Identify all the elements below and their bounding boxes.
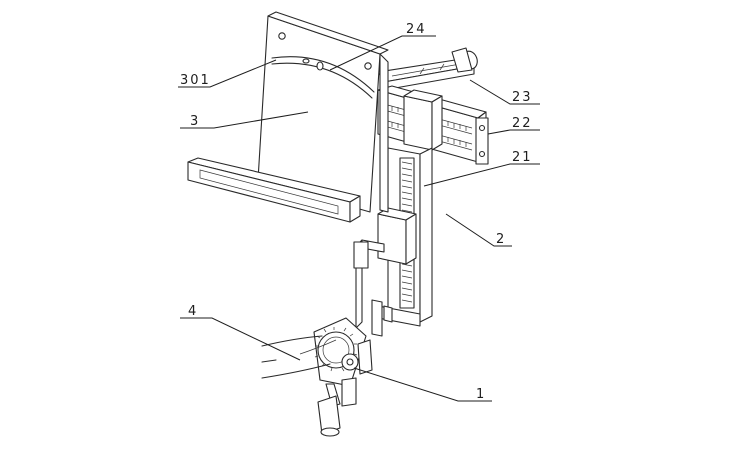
label-23: 23 [512, 90, 533, 105]
hanging-arm [353, 239, 393, 337]
callout-labels: 301 3 24 23 22 21 2 4 1 [180, 22, 533, 402]
label-3: 3 [190, 114, 200, 129]
leader-lines [178, 35, 540, 402]
back-plate-assembly [187, 11, 389, 223]
label-2: 2 [496, 232, 506, 247]
vertical-guide-column [377, 89, 443, 327]
label-1: 1 [476, 387, 486, 402]
label-301: 301 [180, 73, 211, 88]
label-21: 21 [512, 150, 533, 165]
label-24: 24 [406, 22, 427, 37]
label-22: 22 [512, 116, 533, 131]
top-rod-assembly [377, 47, 478, 91]
label-4: 4 [188, 304, 198, 319]
gear-mechanism [313, 317, 373, 437]
